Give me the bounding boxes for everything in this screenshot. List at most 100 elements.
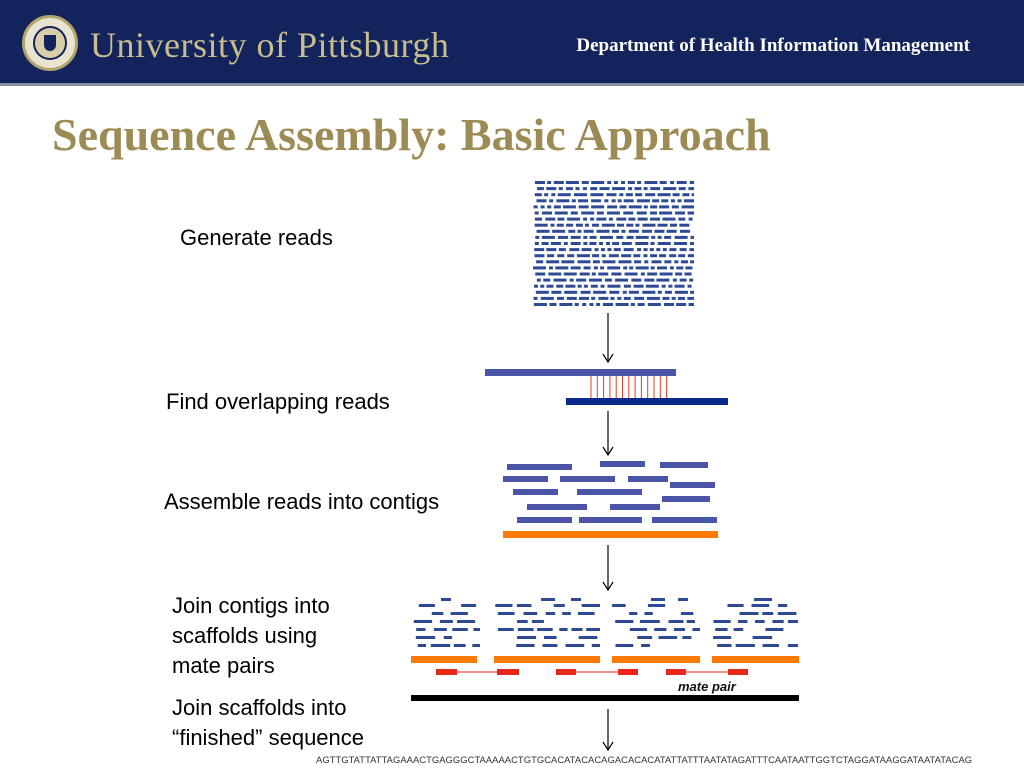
- read-fragment: [593, 266, 598, 270]
- read-fragment: [536, 278, 541, 282]
- read-fragment: [659, 205, 670, 209]
- read-fragment: [664, 235, 672, 239]
- read-fragment: [536, 229, 550, 233]
- read-fragment: [674, 242, 688, 245]
- read-fragment: [536, 187, 544, 191]
- step-line: Assemble reads into contigs: [164, 489, 440, 514]
- read-fragment: [672, 193, 680, 197]
- contig-bar: [411, 656, 477, 663]
- contig-read: [527, 504, 587, 510]
- read-fragment: [647, 303, 661, 306]
- contig-read: [670, 482, 715, 488]
- scaffold-read: [523, 612, 538, 615]
- read-fragment: [678, 217, 686, 221]
- read-fragment: [643, 205, 648, 209]
- read-fragment: [593, 290, 607, 294]
- scaffold-read: [762, 644, 779, 647]
- contig-read: [628, 476, 668, 482]
- scaffold-read: [612, 604, 626, 607]
- scaffold-read: [571, 598, 581, 601]
- read-fragment: [641, 229, 652, 233]
- read-fragment: [604, 278, 612, 282]
- read-fragment: [567, 254, 575, 258]
- read-fragment: [672, 278, 677, 282]
- scaffold-read: [682, 636, 692, 639]
- read-fragment: [570, 266, 581, 270]
- scaffold-read: [577, 612, 595, 615]
- read-fragment: [570, 242, 581, 245]
- scaffold-read: [559, 628, 568, 631]
- read-fragment: [623, 284, 631, 288]
- scaffold-read: [453, 644, 466, 647]
- read-fragment: [558, 248, 566, 252]
- read-fragment: [546, 187, 557, 191]
- scaffold-read: [637, 636, 653, 639]
- read-fragment: [682, 193, 690, 197]
- read-fragment: [552, 229, 566, 233]
- read-fragment: [557, 217, 565, 221]
- read-fragment: [633, 284, 644, 288]
- read-fragment: [547, 254, 555, 258]
- read-fragment: [651, 260, 662, 264]
- read-fragment: [591, 199, 602, 203]
- read-fragment: [664, 303, 675, 306]
- step-line: “finished” sequence: [172, 725, 365, 750]
- read-fragment: [607, 284, 621, 288]
- read-fragment: [644, 278, 655, 282]
- read-fragment: [646, 296, 660, 300]
- read-fragment: [533, 266, 547, 270]
- read-fragment: [549, 303, 557, 306]
- contig-read: [513, 489, 558, 495]
- read-fragment: [624, 272, 638, 276]
- read-fragment: [557, 296, 565, 300]
- scaffold-read: [765, 628, 784, 631]
- read-fragment: [569, 278, 574, 282]
- scaffold-read: [678, 598, 688, 601]
- read-fragment: [599, 242, 604, 245]
- scaffold-read: [571, 628, 583, 631]
- read-fragment: [534, 211, 539, 215]
- read-fragment: [669, 223, 677, 227]
- read-fragment: [631, 278, 642, 282]
- step-line: scaffolds using: [172, 623, 318, 648]
- read-fragment: [551, 290, 562, 294]
- read-fragment: [602, 260, 616, 264]
- contig-read: [560, 476, 615, 482]
- read-fragment: [581, 248, 592, 252]
- step-label-assemble-contigs: Assemble reads into contigs: [164, 487, 439, 517]
- scaffold-read: [777, 612, 797, 615]
- contig-read: [503, 476, 548, 482]
- read-fragment: [645, 193, 656, 197]
- assembled-contig: [503, 461, 718, 538]
- read-fragment: [637, 181, 642, 184]
- read-fragment: [642, 290, 656, 294]
- read-fragment: [589, 303, 594, 306]
- read-fragment: [661, 284, 666, 288]
- read-fragment: [590, 187, 598, 191]
- read-fragment: [534, 248, 545, 252]
- read-fragment: [670, 181, 675, 184]
- university-seal-icon: [22, 15, 78, 71]
- read-fragment: [592, 223, 600, 227]
- read-fragment: [671, 205, 679, 209]
- read-fragment: [581, 181, 589, 184]
- read-fragment: [649, 248, 654, 252]
- read-fragment: [536, 199, 547, 203]
- read-bar-upper: [485, 369, 676, 376]
- scaffold-read: [647, 604, 666, 607]
- scaffold-read: [654, 628, 667, 631]
- read-fragment: [533, 205, 538, 209]
- scaffold-read: [517, 636, 537, 639]
- read-fragment: [549, 199, 554, 203]
- step-line: mate pairs: [172, 653, 275, 678]
- read-fragment: [621, 242, 632, 245]
- mate-pair-end: [666, 669, 686, 675]
- read-fragment: [565, 284, 576, 288]
- read-fragment: [541, 242, 549, 245]
- scaffold-read: [415, 636, 436, 639]
- scaffold-read: [433, 628, 447, 631]
- read-fragment: [671, 296, 676, 300]
- read-fragment: [623, 248, 634, 252]
- read-fragment: [664, 260, 672, 264]
- read-fragment: [583, 235, 588, 239]
